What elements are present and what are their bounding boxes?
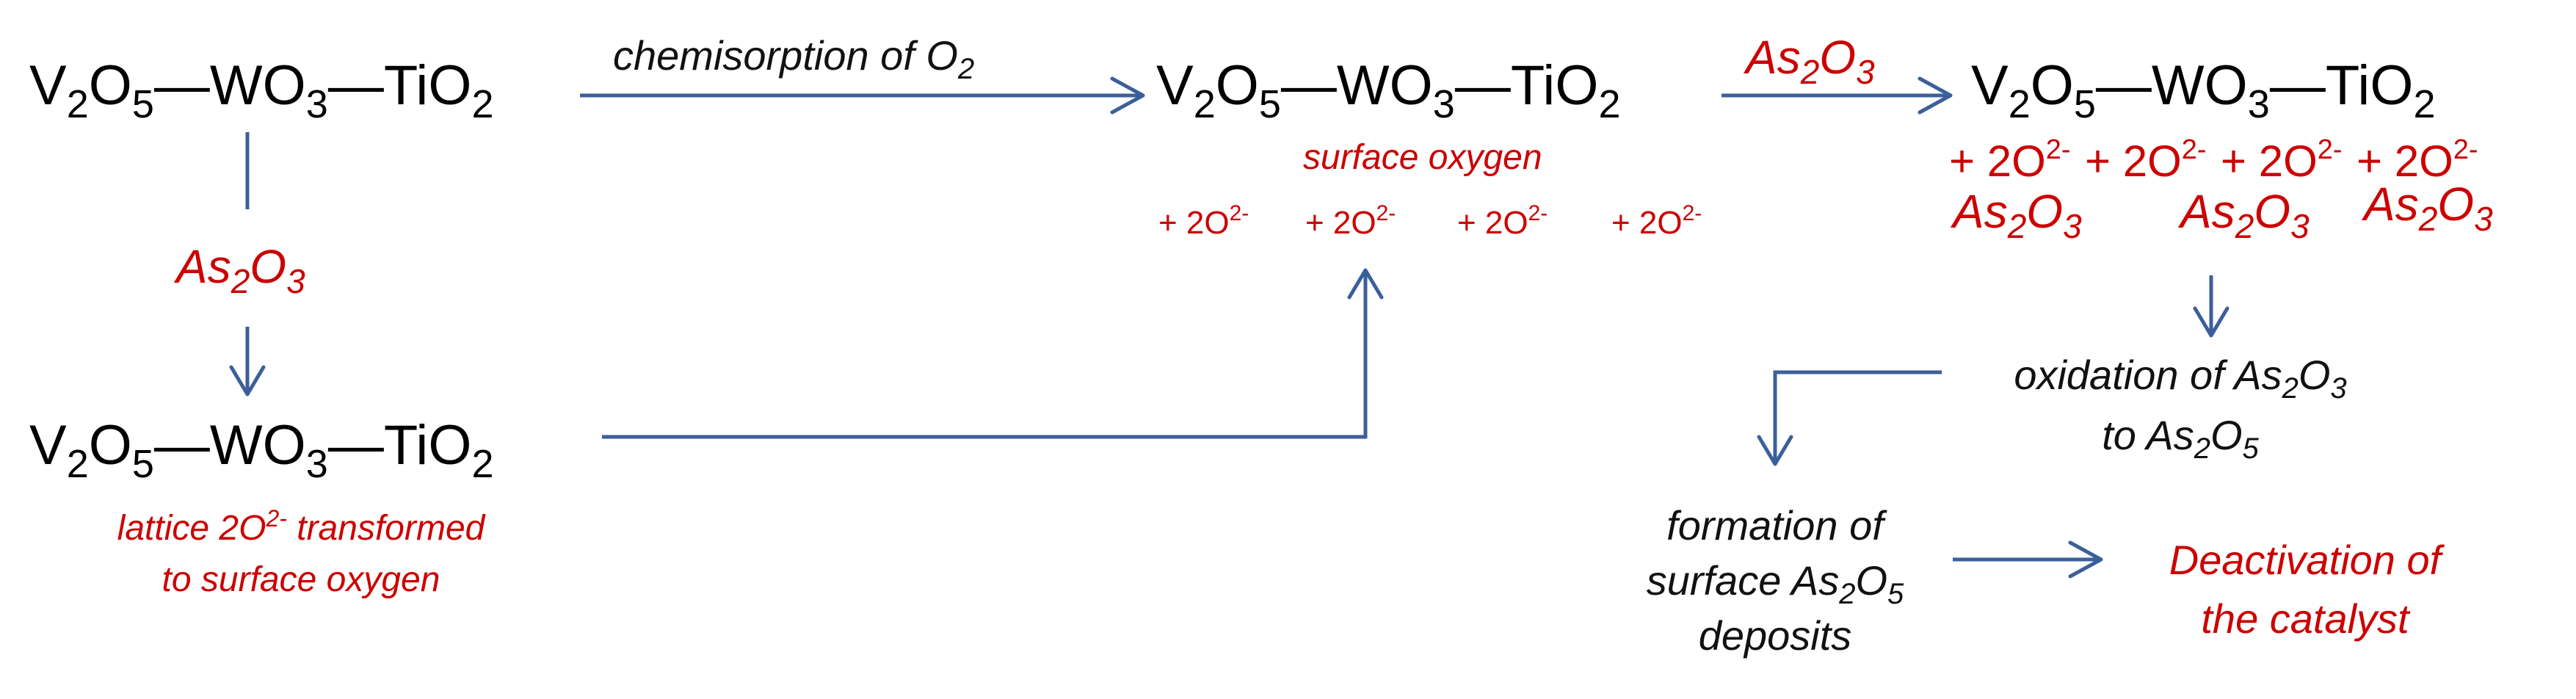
formula-top-right: V2O5—WO3—TiO2 [1971, 54, 2435, 126]
arrowhead-chemisorption [1110, 76, 1145, 115]
arrowhead-as2o3-top [1918, 76, 1953, 115]
ion-right-4: + 2O2- [2357, 134, 2478, 186]
as2o3-label-left: As2O3 [173, 240, 305, 300]
lattice-caption-line1: lattice 2O2- transformed [117, 505, 486, 548]
as2o3-right-1: As2O3 [1950, 185, 2082, 245]
ion-middle-4: + 2O2- [1611, 201, 1702, 241]
deactivation-line2: the catalyst [2201, 595, 2411, 642]
formation-line3: deposits [1699, 612, 1852, 659]
oxidation-line1: oxidation of As2O3 [2014, 352, 2346, 405]
oxidation-line2: to As2O5 [2102, 412, 2259, 465]
as2o3-right-3: As2O3 [2361, 178, 2493, 238]
ion-right-3: + 2O2- [2221, 134, 2343, 186]
as2o3-right-2: As2O3 [2177, 185, 2310, 245]
arrow-bottom-to-surface [602, 272, 1368, 439]
ion-middle-3: + 2O2- [1457, 201, 1548, 241]
ion-right-1: + 2O2- [1949, 134, 2071, 186]
arrowhead-formation-to-deactivation [2068, 540, 2103, 579]
chemisorption-label: chemisorption of O2 [613, 32, 974, 85]
arrowhead-bottom-to-surface [1347, 268, 1384, 300]
surface-oxygen-label: surface oxygen [1303, 138, 1542, 177]
formation-line2: surface As2O5 [1647, 557, 1904, 610]
formula-top-middle: V2O5—WO3—TiO2 [1156, 54, 1620, 126]
formula-bottom-left: V2O5—WO3—TiO2 [29, 414, 493, 486]
as2o3-label-top: As2O3 [1743, 31, 1875, 91]
deactivation-line1: Deactivation of [2169, 537, 2445, 583]
formula-top-left: V2O5—WO3—TiO2 [29, 54, 493, 126]
arrowhead-down-left [229, 365, 266, 396]
arrow-oxidation-to-formation [1773, 370, 1942, 463]
ion-middle-2: + 2O2- [1305, 201, 1396, 241]
arrowhead-oxidation-to-formation [1757, 435, 1793, 466]
arrowhead-down-right [2193, 306, 2229, 338]
ion-right-2: + 2O2- [2085, 134, 2207, 186]
ion-middle-1: + 2O2- [1158, 201, 1249, 241]
formation-line1: formation of [1666, 502, 1887, 548]
lattice-caption-line2: to surface oxygen [162, 560, 440, 599]
